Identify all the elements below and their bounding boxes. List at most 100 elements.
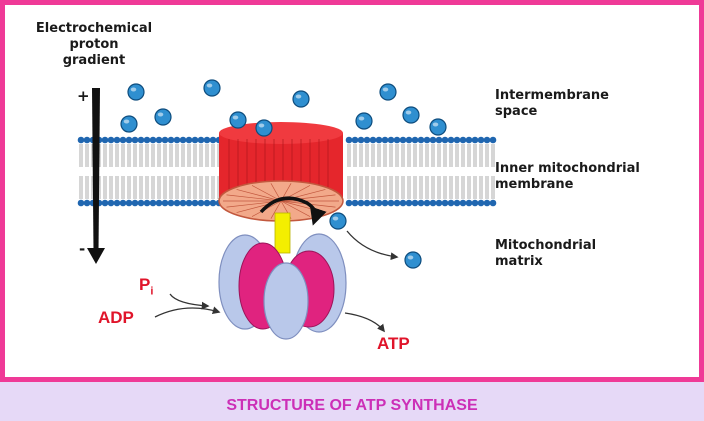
- lipid-head: [113, 199, 121, 207]
- proton-highlight: [130, 87, 137, 92]
- lipid-head: [399, 136, 407, 144]
- lipid-head: [345, 136, 353, 144]
- lipid-head: [387, 199, 395, 207]
- proton-highlight: [382, 87, 389, 92]
- diagram-frame: Electrochemical proton gradient + - Inte…: [0, 0, 704, 382]
- lipid-head: [357, 136, 365, 144]
- lipid-head: [125, 199, 133, 207]
- proton-icon: [255, 119, 273, 137]
- lipid-head: [77, 136, 85, 144]
- proton-icon: [404, 251, 422, 269]
- lipid-head: [209, 199, 217, 207]
- lipid-head: [399, 199, 407, 207]
- lipid-head: [77, 199, 85, 207]
- lipid-head: [369, 199, 377, 207]
- lipid-head: [411, 199, 419, 207]
- lipid-head: [363, 136, 371, 144]
- lipid-head: [149, 136, 157, 144]
- lipid-head: [483, 136, 491, 144]
- proton-icon: [120, 115, 138, 133]
- lipid-head: [161, 199, 169, 207]
- proton-icon: [355, 112, 373, 130]
- atp-label: ATP: [377, 334, 410, 353]
- label-inner-membrane-line1: Inner mitochondrial: [495, 161, 640, 176]
- lipid-head: [489, 136, 497, 144]
- proton-highlight: [405, 110, 412, 115]
- plus-sign: +: [77, 87, 90, 105]
- lipid-head: [155, 199, 163, 207]
- lipid-head: [185, 199, 193, 207]
- lipid-head: [489, 199, 497, 207]
- label-intermembrane-space: Intermembrane space: [495, 88, 609, 120]
- lipid-head: [363, 199, 371, 207]
- proton-highlight: [123, 119, 130, 124]
- lipid-head: [113, 136, 121, 144]
- lipid-head: [197, 199, 205, 207]
- lipid-head: [143, 136, 151, 144]
- lipid-head: [465, 136, 473, 144]
- lipid-head: [351, 199, 359, 207]
- gradient-title-line3: gradient: [62, 53, 126, 68]
- lipid-head: [357, 199, 365, 207]
- gradient-title-line1: Electrochemical: [35, 21, 153, 36]
- lipid-head: [173, 199, 181, 207]
- lipid-head: [149, 199, 157, 207]
- lipid-head: [137, 136, 145, 144]
- lipid-head: [435, 136, 443, 144]
- lipid-head: [423, 136, 431, 144]
- lipid-head: [107, 136, 115, 144]
- atp-arrow: [344, 312, 385, 333]
- lipid-head: [471, 136, 479, 144]
- lipid-head: [453, 199, 461, 207]
- lipid-head: [387, 136, 395, 144]
- lipid-head: [155, 136, 163, 144]
- rotor-spoke: [226, 194, 282, 202]
- gamma-stalk: [274, 212, 291, 254]
- label-matrix-line1: Mitochondrial: [495, 238, 597, 253]
- lipid-head: [423, 199, 431, 207]
- lipid-head: [131, 199, 139, 207]
- lipid-head: [447, 136, 455, 144]
- lipid-head: [417, 136, 425, 144]
- lipid-head: [381, 136, 389, 144]
- proton-highlight: [432, 122, 439, 127]
- lipid-head: [179, 199, 187, 207]
- lipid-head: [453, 136, 461, 144]
- lipid-head: [167, 136, 175, 144]
- lipid-head: [185, 136, 193, 144]
- proton-exit-arrow: [346, 230, 399, 261]
- proton-highlight: [295, 94, 302, 99]
- lipid-head: [393, 199, 401, 207]
- gradient-title-line2: proton: [69, 37, 119, 52]
- rotation-arrow-icon: [259, 196, 327, 226]
- lipid-head: [405, 199, 413, 207]
- lipid-head: [191, 136, 199, 144]
- label-matrix-line2: matrix: [495, 254, 543, 269]
- rotor-spoke: [236, 189, 282, 202]
- proton-icon: [154, 108, 172, 126]
- lipid-head: [375, 199, 383, 207]
- proton-icon: [329, 212, 347, 230]
- lipid-head: [483, 199, 491, 207]
- label-mitochondrial-matrix: Mitochondrial matrix: [495, 238, 596, 270]
- lipid-head: [381, 199, 389, 207]
- lipid-head: [447, 199, 455, 207]
- proton-icon: [292, 90, 310, 108]
- lipid-head: [345, 199, 353, 207]
- proton-highlight: [157, 112, 164, 117]
- f1-head: [218, 233, 347, 340]
- lipid-head: [477, 136, 485, 144]
- pi-arrow: [169, 293, 210, 310]
- lipid-head: [203, 136, 211, 144]
- protons: [120, 79, 447, 269]
- gradient-title: Electrochemical proton gradient: [19, 21, 169, 69]
- phosphate-symbol: P: [139, 275, 151, 294]
- lipid-head: [101, 199, 109, 207]
- label-intermembrane-line2: space: [495, 104, 538, 119]
- proton-icon: [127, 83, 145, 101]
- proton-icon: [203, 79, 221, 97]
- lipid-head: [441, 199, 449, 207]
- rotor-spoke: [251, 185, 282, 202]
- lipid-head: [459, 136, 467, 144]
- label-inner-membrane: Inner mitochondrial membrane: [495, 161, 640, 193]
